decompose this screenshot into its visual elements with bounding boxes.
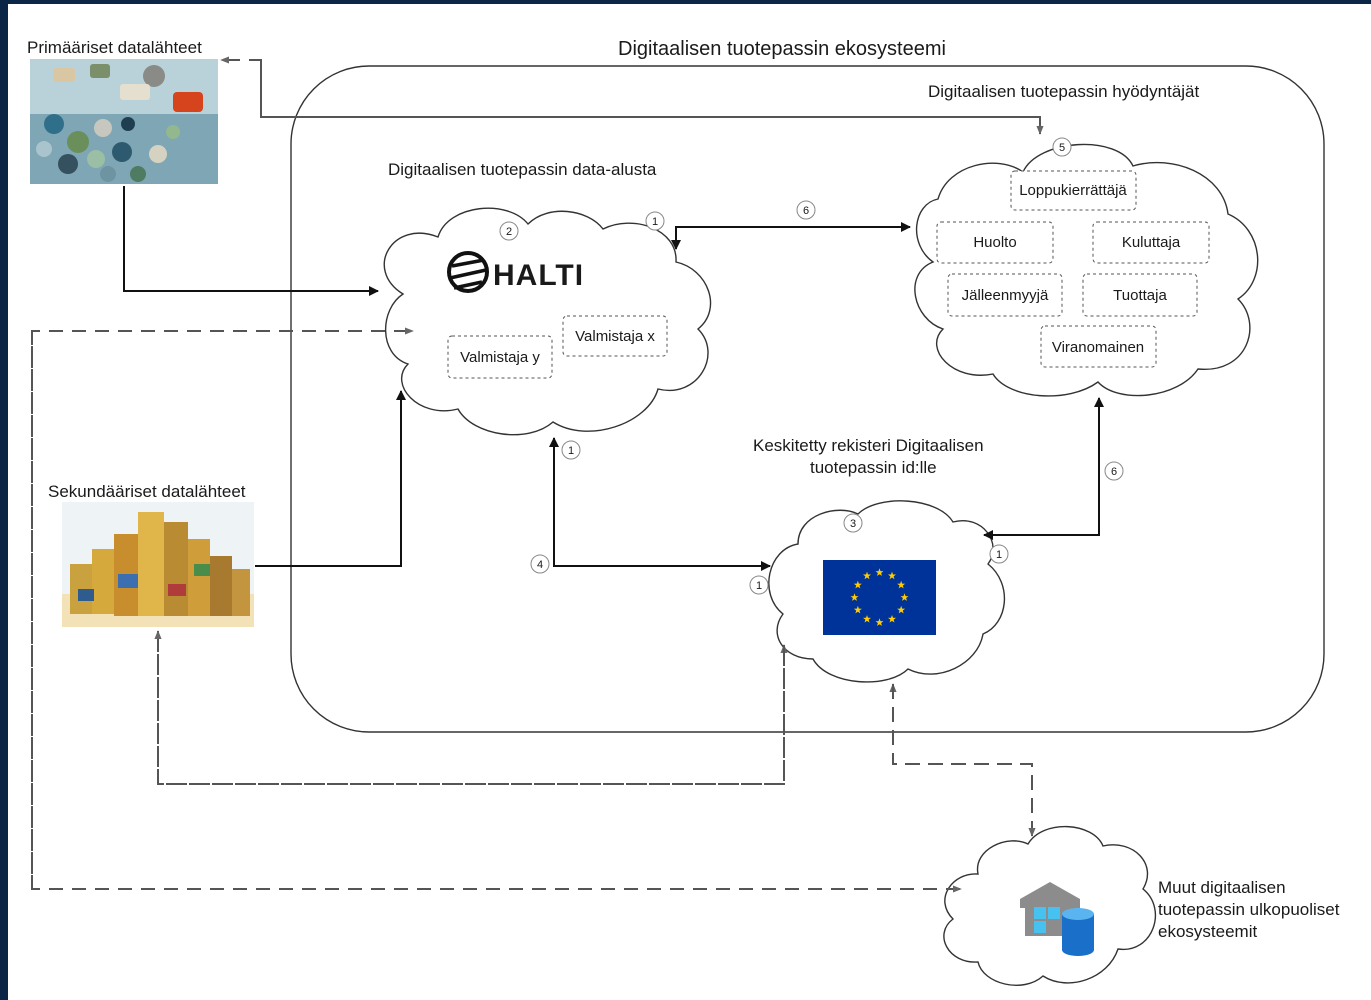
dashed-primary-to-beneficiaries <box>260 60 1044 135</box>
ecosystem-diagram: Digitaalisen tuotepassin ekosysteemi Pri… <box>27 38 1340 986</box>
external-label-line3: ekosysteemit <box>1158 922 1257 941</box>
eu-star-icon <box>863 614 871 623</box>
eu-star-icon <box>888 571 896 580</box>
dashed-secondary-to-registry <box>157 631 788 785</box>
box-kuluttaja <box>1092 221 1210 264</box>
box-huolto-label: Huolto <box>973 234 1016 251</box>
eu-star-icon <box>853 605 862 614</box>
dashed-registry-to-external <box>892 684 1036 837</box>
primary-sources-label: Primääriset datalähteet <box>27 38 202 57</box>
arrow-secondary-to-platform <box>255 390 406 567</box>
arrow-registry-to-beneficiaries <box>984 397 1104 536</box>
external-label-line1: Muut digitaalisen <box>1158 878 1286 897</box>
connector-markers: 1 6 1 4 1 1 6 <box>530 200 1124 595</box>
marker-platform-right: 1 <box>652 216 658 228</box>
marker-platform-bottom: 1 <box>568 445 574 457</box>
secondary-sources-label: Sekundääriset datalähteet <box>48 482 246 501</box>
box-loppukierrattaja-label: Loppukierrättäjä <box>1019 182 1127 199</box>
primary-sources-image <box>30 59 218 184</box>
box-valmistaja-x <box>562 315 668 357</box>
registry-label-line2: tuotepassin id:lle <box>810 458 937 477</box>
marker-arrow-bottom-left: 4 <box>537 559 543 571</box>
eu-flag-icon <box>823 560 936 635</box>
box-loppukierrattaja <box>1010 170 1137 211</box>
eu-star-icon <box>897 580 906 589</box>
box-viranomainen-label: Viranomainen <box>1052 339 1144 356</box>
eu-star-icon <box>853 580 862 589</box>
arrow-primary-to-platform <box>123 186 379 296</box>
external-label-line2: tuotepassin ulkopuoliset <box>1158 900 1340 919</box>
ecosystem-title: Digitaalisen tuotepassin ekosysteemi <box>618 38 946 60</box>
marker-registry-right: 1 <box>996 549 1002 561</box>
marker-cloud-beneficiaries: 5 <box>1059 142 1065 154</box>
solid-connectors <box>123 186 1104 571</box>
marker-arrow-top: 6 <box>803 205 809 217</box>
marker-cloud-registry: 3 <box>850 518 856 530</box>
box-jalleenmyyja <box>947 273 1063 317</box>
arrow-beneficiaries-to-registry <box>983 398 1100 540</box>
warehouse-database-icon <box>1020 882 1094 956</box>
eu-star-icon <box>875 618 884 626</box>
halti-logo-text: HALTI <box>493 259 584 292</box>
box-tuottaja-label: Tuottaja <box>1113 287 1167 304</box>
dashed-left-loop-to-external <box>31 331 962 893</box>
box-valmistaja-y-label: Valmistaja y <box>460 349 540 366</box>
ecosystem-boundary <box>290 65 1325 733</box>
dashed-connectors <box>31 56 1044 893</box>
eu-star-icon <box>850 593 859 601</box>
marker-arrow-right: 6 <box>1111 466 1117 478</box>
beneficiaries-cloud <box>914 143 1259 397</box>
beneficiaries-label: Digitaalisen tuotepassin hyödyntäjät <box>928 82 1200 101</box>
marker-registry-left: 1 <box>756 580 762 592</box>
box-kuluttaja-label: Kuluttaja <box>1122 234 1181 251</box>
arrow-platform-to-beneficiaries <box>675 222 911 249</box>
box-valmistaja-y <box>447 335 553 379</box>
box-huolto <box>936 221 1054 264</box>
eu-star-icon <box>888 614 896 623</box>
diagram-canvas: Digitaalisen tuotepassin ekosysteemi Pri… <box>8 4 1371 1000</box>
eu-star-icon <box>875 568 884 576</box>
eu-star-icon <box>900 593 909 601</box>
box-valmistaja-x-label: Valmistaja x <box>575 328 655 345</box>
dashed-external-to-registry <box>889 683 1033 836</box>
arrow-platform-to-registry <box>553 438 771 571</box>
marker-cloud-platform: 2 <box>506 226 512 238</box>
eu-star-icon <box>897 605 906 614</box>
arrow-beneficiaries-to-platform <box>671 226 910 250</box>
dashed-beneficiaries-to-primary <box>220 56 1041 134</box>
secondary-sources-image <box>62 502 254 627</box>
box-viranomainen <box>1040 325 1157 368</box>
dashed-registry-to-secondary <box>154 630 785 785</box>
registry-label-line1: Keskitetty rekisteri Digitaalisen <box>753 436 984 455</box>
halti-logo-icon <box>447 251 489 293</box>
data-platform-label: Digitaalisen tuotepassin data-alusta <box>388 160 657 179</box>
eu-star-icon <box>863 571 871 580</box>
box-tuottaja <box>1082 273 1198 317</box>
box-jalleenmyyja-label: Jälleenmyyjä <box>962 287 1049 304</box>
